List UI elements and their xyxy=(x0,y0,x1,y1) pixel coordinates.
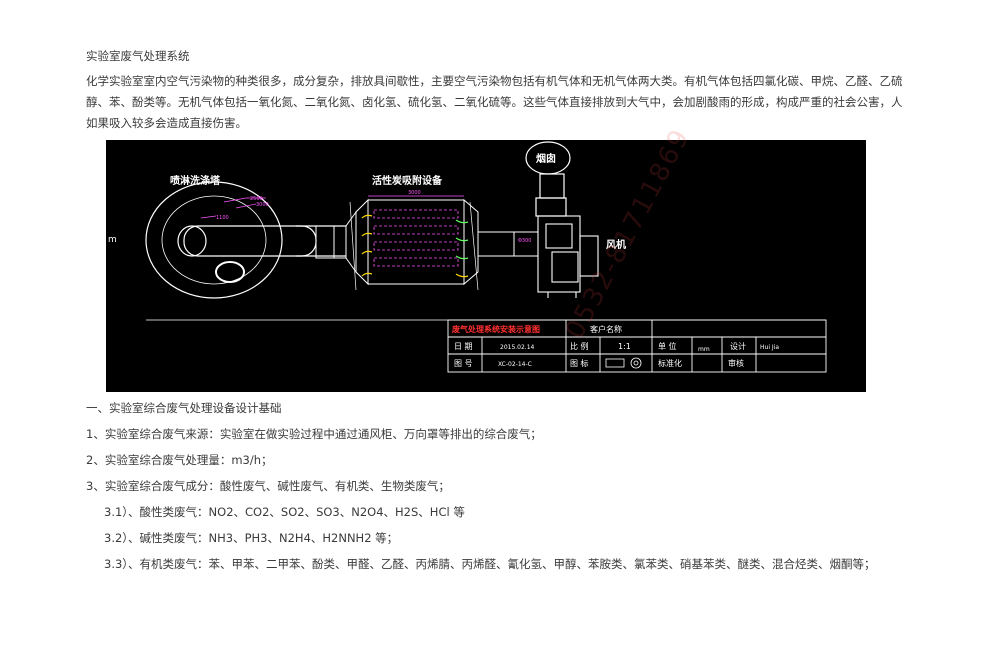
item-1: 1、实验室综合废气来源：实验室在做实验过程中通过通风柜、万向罩等排出的综合废气； xyxy=(86,427,542,441)
tb-sheet-symbol xyxy=(605,357,642,369)
tower-dimensions xyxy=(200,197,266,219)
dim-top: 3000 xyxy=(408,190,421,196)
tb-drawing-name: 废气处理系统安装示意图 xyxy=(452,324,540,334)
tb-date-label: 日 期 xyxy=(454,342,473,351)
tb-customer-label: 客户名称 xyxy=(590,324,622,334)
chimney-label: 烟囱 xyxy=(536,152,556,165)
inlet-duct xyxy=(315,210,357,274)
tb-standard-label: 标准化 xyxy=(658,358,682,368)
dim-1100: 1100 xyxy=(216,215,229,221)
article-title: 实验室废气处理系统 xyxy=(86,49,190,63)
item-3: 3、实验室综合废气成分：酸性废气、碱性废气、有机类、生物类废气； xyxy=(86,479,450,493)
item-3-2: 3.2）、碱性类废气：NH3、PH3、N2H4、H2NNH2 等； xyxy=(104,531,399,545)
flow-arrows xyxy=(361,214,469,278)
dim-3000: 3000 xyxy=(256,202,269,208)
tb-scale-value: 1:1 xyxy=(618,342,631,351)
title-block xyxy=(447,319,827,373)
tb-design-label: 设计 xyxy=(730,341,746,351)
tb-date-value: 2015.02.14 xyxy=(500,344,535,351)
carbon-beds xyxy=(368,195,464,267)
item-3-1: 3.1）、酸性类废气：NO2、CO2、SO2、SO3、N2O4、H2S、HCl … xyxy=(104,505,465,519)
tb-unit-label: 单 位 xyxy=(658,341,677,351)
tb-design-value: Hui Jia xyxy=(760,344,779,351)
tb-number-label: 图 号 xyxy=(454,359,473,368)
tb-scale-label: 比 例 xyxy=(570,341,589,351)
item-3-3: 3.3）、有机类废气：苯、甲苯、二甲苯、酚类、甲醛、乙醛、丙烯腈、丙烯醛、氰化氢… xyxy=(104,557,876,571)
item-2: 2、实验室综合废气处理量：m3/h； xyxy=(86,453,273,467)
fan xyxy=(537,215,599,298)
intro-paragraph: 化学实验室室内空气污染物的种类很多，成分复杂，排放具间歇性，主要空气污染物包括有… xyxy=(86,74,903,130)
dim-300: Φ300 xyxy=(518,238,531,244)
outlet-duct xyxy=(477,231,539,257)
tb-sheet-label: 图 标 xyxy=(570,358,589,368)
tb-number-value: XC-02-14-C xyxy=(498,361,532,368)
carbon-unit xyxy=(349,198,479,291)
tower-label: 喷淋洗涤塔 xyxy=(170,174,221,187)
tb-unit-value: mm xyxy=(698,346,710,353)
carbon-label: 活性炭吸附设备 xyxy=(372,174,443,187)
edge-letter: m xyxy=(108,235,117,245)
tb-review-label: 审核 xyxy=(728,358,744,368)
fan-label: 风机 xyxy=(606,238,626,251)
system-drawing: m 喷淋洗涤塔 2500 3000 1100 活性炭吸附设备 xyxy=(106,140,866,392)
dim-2500: 2500 xyxy=(250,196,263,202)
section1-title: 一、实验室综合废气处理设备设计基础 xyxy=(86,401,282,415)
chimney xyxy=(525,141,571,217)
